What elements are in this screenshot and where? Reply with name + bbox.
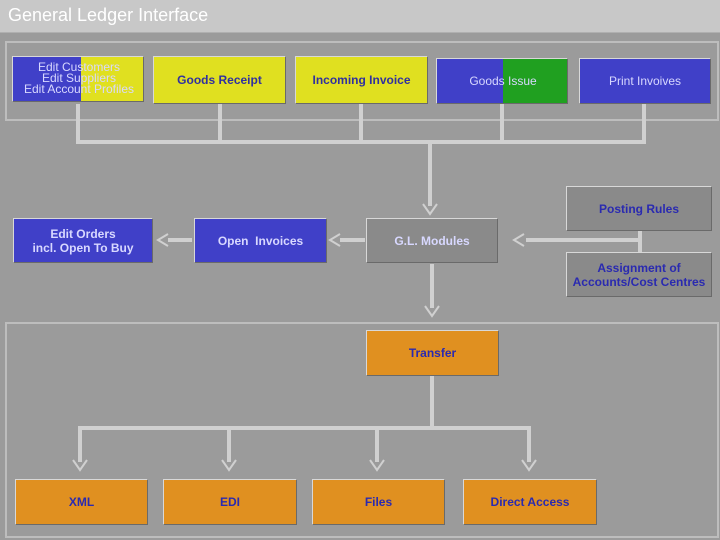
print-invoices-label: Print Invoives	[608, 74, 682, 88]
arrowhead-direct-access	[521, 459, 537, 472]
posting-rules-box[interactable]: Posting Rules	[566, 186, 712, 231]
transfer-box[interactable]: Transfer	[366, 330, 499, 376]
edi-label: EDI	[219, 495, 240, 509]
gl-modules-label: G.L. Modules	[394, 233, 470, 248]
assignment-label-line2: Accounts/Cost Centres	[572, 274, 706, 289]
edit-profiles-yellow-part	[81, 57, 143, 101]
incoming-invoice-box[interactable]: Incoming Invoice	[295, 56, 428, 104]
title-bar: General Ledger Interface	[0, 0, 720, 33]
files-label: Files	[364, 495, 393, 509]
assignment-label-line1: Assignment of	[597, 260, 681, 275]
arrowhead-rules-to-gl	[512, 233, 525, 247]
direct-access-label: Direct Access	[490, 495, 570, 509]
goods-issue-label: Goods Issue	[469, 74, 537, 88]
print-invoices-box[interactable]: Print Invoives	[579, 58, 711, 104]
direct-access-box[interactable]: Direct Access	[463, 479, 597, 525]
edit-profiles-box[interactable]: Edit Customers Edit Suppliers Edit Accou…	[12, 56, 144, 102]
edit-orders-box[interactable]: Edit Orders incl. Open To Buy	[13, 218, 153, 263]
bottom-panel	[5, 322, 719, 538]
edit-orders-label-line2: incl. Open To Buy	[32, 240, 134, 255]
goods-issue-green-part	[503, 59, 567, 103]
arrowhead-xml	[72, 459, 88, 472]
goods-receipt-box[interactable]: Goods Receipt	[153, 56, 286, 104]
edit-profiles-blue-part	[13, 57, 81, 101]
gl-modules-box[interactable]: G.L. Modules	[366, 218, 498, 263]
xml-box[interactable]: XML	[15, 479, 148, 525]
arrowhead-gl-to-open	[328, 233, 341, 247]
open-invoices-box[interactable]: Open Invoices	[194, 218, 327, 263]
xml-label: XML	[68, 495, 95, 509]
goods-receipt-label: Goods Receipt	[177, 73, 262, 87]
edit-account-profiles-label: Edit Account Profiles	[23, 82, 135, 96]
goods-issue-blue-part	[437, 59, 503, 103]
edit-suppliers-label: Edit Suppliers	[41, 71, 117, 85]
edit-orders-label-line1: Edit Orders	[50, 226, 116, 241]
transfer-label: Transfer	[408, 346, 457, 360]
goods-issue-box[interactable]: Goods Issue	[436, 58, 568, 104]
edit-customers-label: Edit Customers	[37, 60, 121, 74]
arrowhead-open-to-orders	[156, 233, 169, 247]
incoming-invoice-label: Incoming Invoice	[312, 73, 411, 87]
edi-box[interactable]: EDI	[163, 479, 297, 525]
page-title: General Ledger Interface	[8, 5, 209, 25]
posting-rules-label: Posting Rules	[598, 201, 679, 216]
open-invoices-label: Open Invoices	[217, 233, 304, 248]
arrowhead-files	[369, 459, 385, 472]
arrowhead-to-transfer	[424, 305, 440, 318]
assignment-box[interactable]: Assignment of Accounts/Cost Centres	[566, 252, 712, 297]
files-box[interactable]: Files	[312, 479, 445, 525]
arrowhead-edi	[221, 459, 237, 472]
arrowhead-to-gl	[422, 203, 438, 216]
